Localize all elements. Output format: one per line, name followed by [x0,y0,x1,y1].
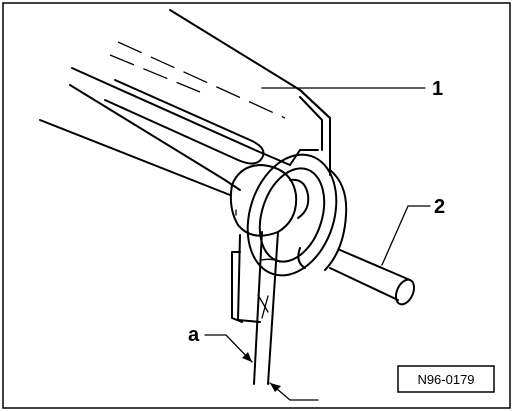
leader-2 [381,205,431,266]
arm-part-1 [39,9,331,196]
arrow-a-right [270,383,281,392]
rod-part-2 [329,249,416,306]
label-part-1: 1 [432,78,443,100]
bolt-head [229,164,310,237]
washer [246,153,348,277]
leader-a [204,334,253,363]
reference-code-box [397,365,495,393]
arrow-a-left [242,352,252,362]
label-dimension-a: a [188,324,200,346]
feeler-gauge [231,231,306,385]
label-part-2: 2 [434,196,445,218]
reference-code: N96-0179 [417,372,474,387]
